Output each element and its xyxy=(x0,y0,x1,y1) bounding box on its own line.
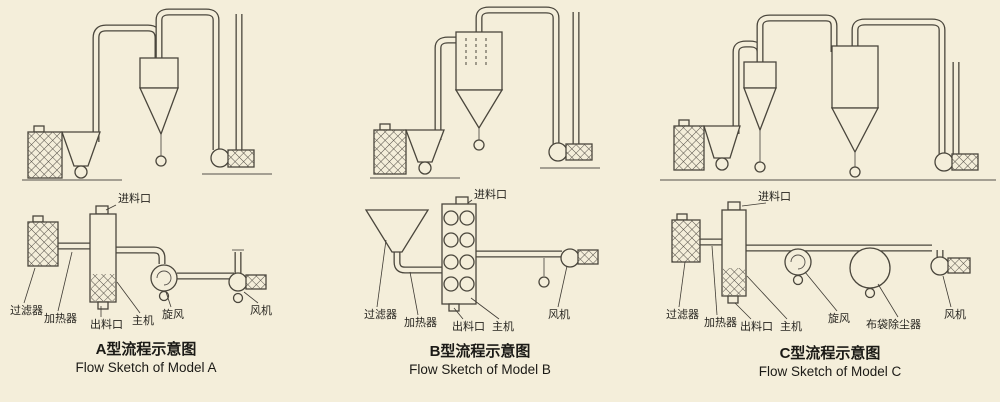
fan-unit xyxy=(548,142,593,162)
label-discharge-outlet: 出料口 xyxy=(740,319,773,333)
filter-unit xyxy=(673,119,705,171)
panel-model-a: 进料口 过滤器 加热器 出料口 主机 旋风 风机 A型流程示意图 Flow Sk… xyxy=(10,8,272,375)
panel-model-b: 进料口 过滤器 加热器 出料口 主机 风机 B型流程示意图 Flow Sketc… xyxy=(364,6,600,377)
label-cyclone: 旋风 xyxy=(162,307,184,321)
label-discharge-outlet: 出料口 xyxy=(90,317,123,331)
caption-cn: A型流程示意图 xyxy=(96,340,197,358)
model-b-flow-diagram: 进料口 过滤器 加热器 出料口 主机 风机 xyxy=(364,187,599,333)
fan-unit xyxy=(934,152,979,172)
model-c-flow-diagram: 进料口 过滤器 加热器 出料口 主机 旋风 布袋除尘器 风机 xyxy=(666,189,971,333)
label-filter: 过滤器 xyxy=(364,308,397,321)
label-main-machine: 主机 xyxy=(492,319,514,333)
filter-unit xyxy=(27,215,59,267)
caption-cn: B型流程示意图 xyxy=(430,342,531,360)
feed-hopper xyxy=(61,131,101,179)
filter-unit xyxy=(27,125,63,179)
label-main-machine: 主机 xyxy=(132,313,154,327)
cyclone-separator xyxy=(784,248,812,286)
feed-hopper xyxy=(364,209,430,253)
caption-model-a: A型流程示意图 Flow Sketch of Model A xyxy=(75,340,216,375)
label-heater: 加热器 xyxy=(404,316,437,329)
label-feed-inlet: 进料口 xyxy=(758,189,791,203)
main-machine xyxy=(89,205,117,310)
label-fan: 风机 xyxy=(944,307,966,321)
bag-collector xyxy=(849,247,891,299)
fan-unit xyxy=(210,148,255,168)
caption-model-c: C型流程示意图 Flow Sketch of Model C xyxy=(759,344,902,379)
label-main-machine: 主机 xyxy=(780,319,802,333)
cyclone-separator xyxy=(138,57,179,167)
filter-unit xyxy=(373,123,407,175)
label-fan: 风机 xyxy=(548,307,570,321)
model-a-flow-diagram: 进料口 过滤器 加热器 出料口 主机 旋风 风机 xyxy=(10,191,272,331)
caption-cn: C型流程示意图 xyxy=(780,344,881,362)
pulse-bag-chamber xyxy=(454,31,504,151)
label-discharge-outlet: 出料口 xyxy=(452,319,485,333)
label-heater: 加热器 xyxy=(704,316,737,329)
cyclone-separator xyxy=(743,61,777,173)
label-bag-collector: 布袋除尘器 xyxy=(866,317,921,331)
model-b-top-assembly xyxy=(370,6,600,179)
model-a-top-assembly xyxy=(22,8,272,181)
main-machine xyxy=(441,196,477,312)
fan-unit xyxy=(560,248,599,268)
caption-en: Flow Sketch of Model B xyxy=(409,362,551,377)
label-fan: 风机 xyxy=(250,303,272,317)
label-cyclone: 旋风 xyxy=(828,311,850,325)
fan-unit xyxy=(228,272,267,304)
caption-en: Flow Sketch of Model C xyxy=(759,364,902,379)
bag-collector xyxy=(830,45,880,178)
caption-en: Flow Sketch of Model A xyxy=(75,360,216,375)
main-machine xyxy=(721,201,747,304)
feed-hopper xyxy=(703,125,741,171)
panel-model-c: 进料口 过滤器 加热器 出料口 主机 旋风 布袋除尘器 风机 C型流程示意图 F… xyxy=(660,14,996,379)
label-feed-inlet: 进料口 xyxy=(474,187,507,201)
fan-unit xyxy=(930,256,971,276)
label-feed-inlet: 进料口 xyxy=(118,191,151,205)
label-filter: 过滤器 xyxy=(10,304,43,317)
model-c-top-assembly xyxy=(660,14,996,181)
label-filter: 过滤器 xyxy=(666,308,699,321)
cyclone-separator xyxy=(150,264,178,302)
filter-unit xyxy=(671,213,701,263)
feed-hopper xyxy=(405,129,445,175)
caption-model-b: B型流程示意图 Flow Sketch of Model B xyxy=(409,342,551,377)
drain-valve xyxy=(538,276,550,288)
label-heater: 加热器 xyxy=(44,312,77,325)
